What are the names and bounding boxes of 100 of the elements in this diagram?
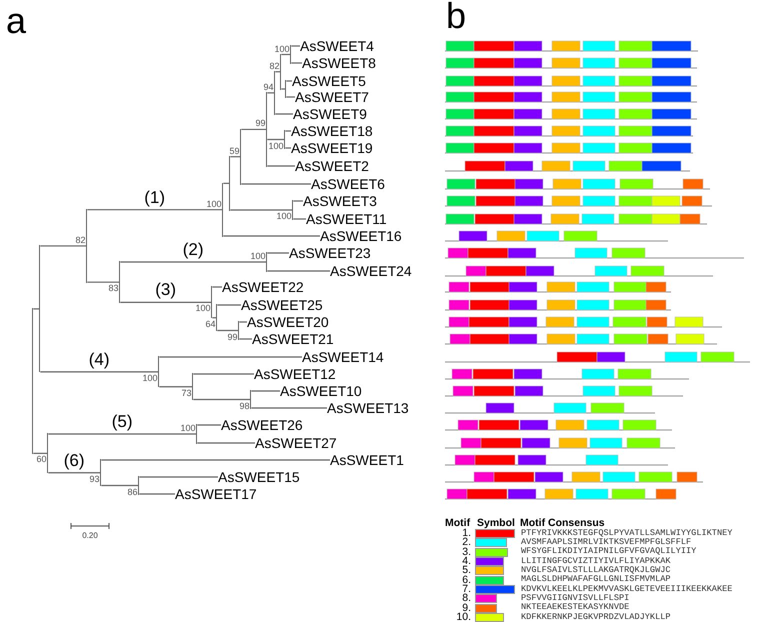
taxon-label: AsSWEET2 xyxy=(295,158,369,174)
taxon-label: AsSWEET27 xyxy=(255,435,337,451)
taxon-label: AsSWEET4 xyxy=(300,38,374,54)
scale-value: 0.20 xyxy=(82,531,98,540)
bootstrap-value: 100 xyxy=(276,211,292,221)
motif-consensus: MAGLSLDHPWAFAFGLLGNLISFMVMLAP xyxy=(521,575,671,584)
taxon-label: AsSWEET21 xyxy=(252,331,334,347)
bootstrap-value: 93 xyxy=(89,474,100,484)
bootstrap-value: 59 xyxy=(229,146,240,156)
taxon-label: AsSWEET22 xyxy=(222,279,304,295)
bootstrap-value: 100 xyxy=(274,44,290,54)
branch-line xyxy=(251,390,280,392)
motif-consensus: PTFYRIVKKKSTEGFQSLPYVATLLSAMLWIYYGLIKTNEY xyxy=(521,528,732,538)
branch-line xyxy=(40,371,158,372)
taxon-label: AsSWEET7 xyxy=(295,89,369,105)
branch-line xyxy=(241,128,266,130)
motif-number: 9. xyxy=(462,602,471,613)
taxon-label: AsSWEET25 xyxy=(241,297,323,313)
clade-label: (3) xyxy=(154,281,178,300)
motif-number: 8. xyxy=(462,593,471,604)
taxon-label: AsSWEET23 xyxy=(289,245,371,261)
branch-line xyxy=(101,459,330,461)
bootstrap-value: 64 xyxy=(205,318,216,329)
bootstrap-value: 99 xyxy=(227,332,238,342)
branch-line xyxy=(159,386,192,388)
motif-consensus: PSFVVGIIGNVISVLLFLSPI xyxy=(521,594,630,603)
branch-line xyxy=(120,302,211,303)
branch-line xyxy=(293,200,303,202)
bootstrap-value: 82 xyxy=(75,234,86,245)
bootstrap-value: 100 xyxy=(268,140,284,150)
branch-line xyxy=(251,407,327,409)
branch-line xyxy=(87,282,119,283)
clade-label: (6) xyxy=(62,452,86,470)
branch-line xyxy=(291,62,302,64)
column-header: Motif Consensus xyxy=(520,517,605,529)
taxon-label: AsSWEET6 xyxy=(311,176,385,192)
motif-number: 1. xyxy=(462,528,471,538)
bootstrap-value: 100 xyxy=(142,372,158,383)
bootstrap-value: 100 xyxy=(195,303,210,314)
taxon-label: AsSWEET15 xyxy=(218,469,300,485)
taxon-label: AsSWEET24 xyxy=(330,263,412,279)
taxon-label: AsSWEET13 xyxy=(327,400,409,416)
motif-consensus: WFSYGFLIKDIYIAIPNILGFVFGVAQLILYIIY xyxy=(521,547,696,556)
branch-line xyxy=(101,484,138,486)
taxon-label: AsSWEET20 xyxy=(247,314,329,330)
branch-line xyxy=(87,209,222,210)
taxon-label: AsSWEET14 xyxy=(302,349,384,365)
branch-line xyxy=(275,113,293,115)
branch-line xyxy=(267,270,330,272)
bootstrap-value: 83 xyxy=(108,283,118,294)
branch-line xyxy=(241,183,311,185)
branch-line xyxy=(193,373,254,375)
bootstrap-value: 100 xyxy=(206,198,222,209)
motif-consensus: AVSMFAAPLSIMRLVIKTKSVEFMPFGLSFFLF xyxy=(521,538,692,547)
branch-line xyxy=(48,472,100,474)
motif-consensus: NKTEEAEKESTEKASYKNVDE xyxy=(521,603,630,612)
taxon-label: AsSWEET26 xyxy=(221,417,303,433)
bootstrap-value: 86 xyxy=(127,486,138,496)
branch-line xyxy=(267,165,295,167)
taxon-label: AsSWEET12 xyxy=(254,366,336,382)
taxon-label: AsSWEET16 xyxy=(320,228,402,244)
motif-consensus: KDFKKERNKPJEGKVPRDZVLADJYKLLP xyxy=(521,612,671,622)
branch-line xyxy=(40,245,86,247)
motif-consensus: KDVKVLKEELKLPEKMVVASKLGETEVEEIIIKEEKKAKEE xyxy=(521,584,732,594)
branch-line xyxy=(217,330,238,332)
branch-line xyxy=(33,452,47,454)
motif-consensus: NVGLFSAIVLSTLLLAKGATRQKJLGWJC xyxy=(521,566,671,575)
motif-consensus: LLITINGFGCVIZTIYIVLFLIYAPKKAK xyxy=(521,556,671,566)
taxon-label: AsSWEET17 xyxy=(175,486,257,502)
branch-line xyxy=(217,304,241,306)
motif-number: 5. xyxy=(462,565,471,576)
branch-line xyxy=(267,138,284,140)
panel-letter: b xyxy=(446,0,466,35)
taxon-label: AsSWEET3 xyxy=(303,193,377,209)
bootstrap-value: 100 xyxy=(250,251,266,261)
branch-line xyxy=(120,261,266,263)
clade-label: (5) xyxy=(110,413,134,431)
branch-line xyxy=(139,493,175,495)
taxon-label: AsSWEET1 xyxy=(330,452,404,468)
bootstrap-value: 98 xyxy=(239,400,250,410)
bootstrap-value: 94 xyxy=(263,82,274,92)
taxon-label: AsSWEET9 xyxy=(293,106,367,122)
motif-number: 4. xyxy=(462,556,471,566)
motif-number: 6. xyxy=(462,574,471,585)
branch-line xyxy=(223,235,320,237)
bootstrap-value: 82 xyxy=(269,60,280,71)
bootstrap-value: 60 xyxy=(36,454,46,464)
branch-line xyxy=(212,286,222,288)
bootstrap-value: 73 xyxy=(181,388,192,398)
branch-line xyxy=(239,338,252,340)
taxon-label: AsSWEET18 xyxy=(291,123,373,139)
column-header: Motif xyxy=(445,517,470,529)
branch-line xyxy=(275,71,280,72)
clade-label: (2) xyxy=(182,241,205,259)
branch-line xyxy=(230,209,292,211)
branch-line xyxy=(230,156,240,158)
branch-line xyxy=(212,317,216,318)
clade-label: (1) xyxy=(143,188,166,207)
clade-label: (4) xyxy=(88,350,111,369)
taxon-label: AsSWEET10 xyxy=(280,383,362,399)
